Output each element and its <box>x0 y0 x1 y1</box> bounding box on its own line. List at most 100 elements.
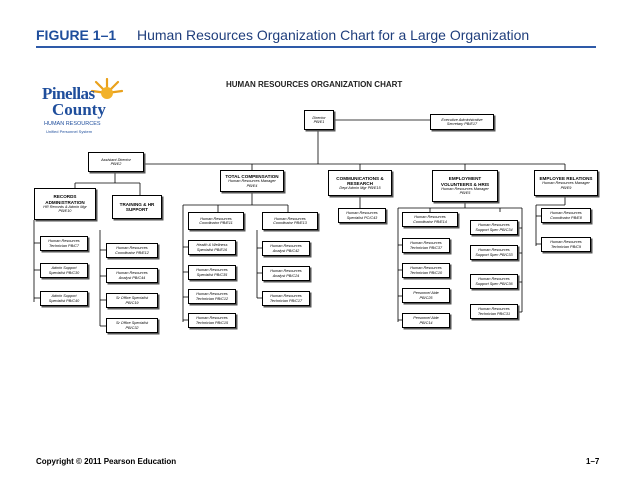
node-line: Sr Office Specialist <box>115 296 149 301</box>
node-tc-analyst42: Human Resources Analyst PB/C42 <box>262 241 310 256</box>
node-line: Technician PB/C17 <box>269 298 303 303</box>
node-title: RESEARCH <box>347 180 373 186</box>
node-line: Human Resources <box>116 246 148 251</box>
node-title: ADMINISTRATION <box>45 199 85 205</box>
node-line: PB/E4 <box>246 183 258 188</box>
node-line: Admin Support <box>51 294 77 299</box>
logo-line-2: County <box>52 100 106 119</box>
node-line: Secretary PB/E17 <box>446 122 478 126</box>
node-em-tech37: Human Resources Technician PB/C37 <box>402 238 450 253</box>
node-line: Human Resources <box>478 223 510 228</box>
node-line: Human Resources <box>410 266 442 271</box>
node-line: PB/C19 <box>125 300 139 305</box>
node-line: Admin Support <box>51 266 77 271</box>
node-employment: EMPLOYMENT VOLUNTEERS & HRIS Human Resou… <box>432 170 498 202</box>
node-line: Specialist PB/C30 <box>48 270 80 275</box>
node-line: Human Resources <box>200 216 232 221</box>
node-line: PB/C14 <box>419 320 433 325</box>
node-line: Human Resources <box>270 269 302 274</box>
node-line: Human Resources <box>478 248 510 253</box>
node-line: Dept Admin Mgr PB/E15 <box>339 186 381 191</box>
node-er-coord8: Human Resources Coordinator PB/E8 <box>541 208 591 223</box>
node-line: Executive Administrative <box>441 117 483 122</box>
node-line: Human Resources <box>274 216 306 221</box>
node-line: Support Spec PB/C36 <box>475 281 513 286</box>
logo-line-3: HUMAN RESOURCES <box>44 121 101 127</box>
node-line: Technician PB/C10 <box>409 270 443 275</box>
node-line: PB/E5 <box>459 191 471 196</box>
node-line: Technician PB/C37 <box>409 245 443 250</box>
node-em-tech31: Human Resources Technician PB/C31 <box>470 304 518 319</box>
node-line: Human Resources <box>410 241 442 246</box>
node-line: PB/E1 <box>313 120 325 124</box>
node-line: Health & Wellness <box>196 243 228 248</box>
node-line: Technician PB/C7 <box>48 243 80 248</box>
node-title: COMMUNICATIONS & <box>336 175 384 181</box>
node-records-admin: RECORDS ADMINISTRATION HR Records & Admi… <box>34 188 96 220</box>
node-tc-coord13: Human Resources Coordinator PB/E13 <box>262 212 318 230</box>
node-line: Technician PB/C31 <box>477 311 511 316</box>
node-director: Director PB/E1 <box>304 110 334 130</box>
node-communications: COMMUNICATIONS & RESEARCH Dept Admin Mgr… <box>328 170 392 196</box>
node-em-tech10: Human Resources Technician PB/C10 <box>402 263 450 278</box>
node-em-coord14: Human Resources Coordinator PB/E14 <box>402 212 458 227</box>
node-em-aide14: Personnel Aide PB/C14 <box>402 313 450 328</box>
sun-logo-icon <box>90 78 124 99</box>
node-line: Technician PB/C9 <box>550 244 582 249</box>
node-line: Human Resources <box>550 211 582 216</box>
node-em-sup33: Human Resources Support Spec PB/C33 <box>470 245 518 260</box>
node-line: Human Resources Manager <box>441 186 489 191</box>
node-training: TRAINING & HR SUPPORT <box>112 195 162 219</box>
node-rec-tech: Human Resources Technician PB/C7 <box>40 236 88 251</box>
node-line: Human Resources <box>550 240 582 245</box>
copyright-footer: Copyright © 2011 Pearson Education <box>36 457 177 466</box>
node-em-aide25: Personnel Aide PB/C25 <box>402 288 450 303</box>
node-tc-tech15: Human Resources Technician PB/C15 <box>188 313 236 328</box>
node-rec-admin30: Admin Support Specialist PB/C30 <box>40 263 88 278</box>
node-asst-director: Assistant Director PB/E2 <box>88 152 144 172</box>
node-line: Analyst PB/C42 <box>272 248 300 253</box>
node-line: Human Resources Manager <box>542 181 590 186</box>
node-line: Personnel Aide <box>413 316 439 321</box>
node-title: VOLUNTEERS & HRIS <box>440 181 490 187</box>
node-line: Human Resources <box>346 211 378 216</box>
node-line: Support Spec PB/C34 <box>475 227 513 232</box>
node-line: Coordinator PB/E14 <box>413 219 447 224</box>
node-line: PB/C32 <box>125 325 139 330</box>
node-er-tech9: Human Resources Technician PB/C9 <box>541 237 591 252</box>
node-tc-spec35: Human Resources Specialist PB/C35 <box>188 265 236 280</box>
node-line: Human Resources <box>478 307 510 312</box>
node-tc-analyst24: Human Resources Analyst PB/C24 <box>262 266 310 281</box>
node-line: PB/E2 <box>110 162 122 166</box>
node-line: Analyst PB/C24 <box>272 273 300 278</box>
node-tr-office19: Sr Office Specialist PB/C19 <box>106 293 158 308</box>
node-line: Human Resources <box>270 294 302 299</box>
node-tc-coord11: Human Resources Coordinator PB/E11 <box>188 212 244 230</box>
node-line: Support Spec PB/C33 <box>475 252 513 257</box>
node-line: Technician PB/C15 <box>195 320 229 325</box>
node-line: Director <box>312 115 326 120</box>
logo-line-1: Pinellas <box>42 84 95 103</box>
node-line: Specialist PB/E16 <box>196 247 228 252</box>
node-line: Human Resources <box>196 268 228 273</box>
figure-title: Human Resources Organization Chart for a… <box>137 27 530 43</box>
node-line: Assistant Director <box>101 157 131 162</box>
figure-header: FIGURE 1–1 Human Resources Organization … <box>0 0 638 50</box>
node-tc-wellness: Health & Wellness Specialist PB/E16 <box>188 240 236 255</box>
node-line: Sr Office Specialist <box>115 321 149 326</box>
node-comm-spec: Human Resources Specialist PC/C43 <box>338 208 386 223</box>
node-line: Coordinator PB/E13 <box>273 221 307 225</box>
node-title: EMPLOYMENT <box>448 176 482 182</box>
node-line: Personnel Aide <box>413 291 439 296</box>
node-title: TRAINING & HR <box>119 201 155 207</box>
node-line: Analyst PB/C44 <box>118 275 146 280</box>
node-employee-relations: EMPLOYEE RELATIONS Human Resources Manag… <box>534 170 598 196</box>
node-line: Specialist PB/C35 <box>196 272 228 277</box>
org-chart-title: HUMAN RESOURCES ORGANIZATION CHART <box>226 80 403 89</box>
node-line: PB/E10 <box>58 209 72 214</box>
node-line: Technician PB/C12 <box>195 296 229 301</box>
node-title: SUPPORT <box>125 207 149 212</box>
logo-line-4: Unified Personnel System <box>46 129 93 134</box>
node-line: Coordinator PB/E11 <box>199 221 233 225</box>
node-line: PB/E9 <box>560 185 572 190</box>
